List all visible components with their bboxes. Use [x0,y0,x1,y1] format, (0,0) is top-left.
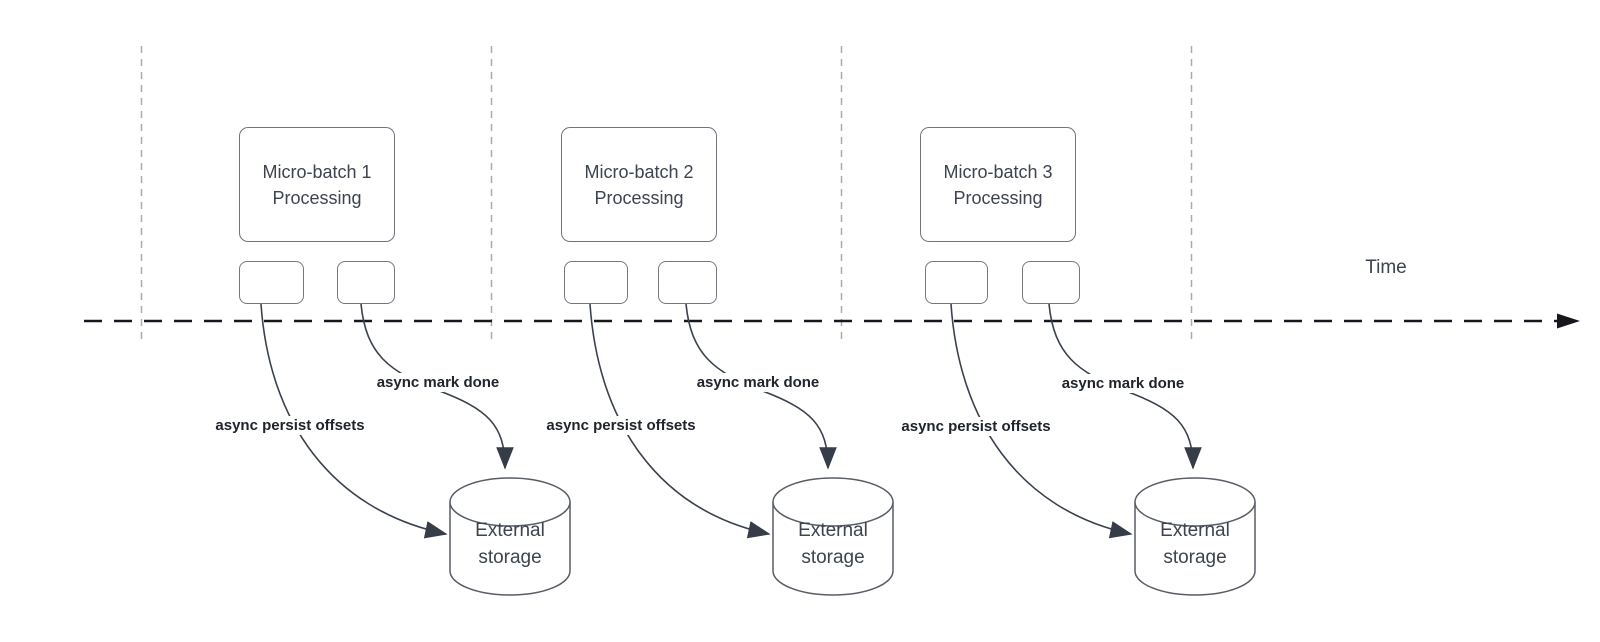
storage-label-3-line1: External [1160,520,1230,541]
micro-batch-1-title-line2: Processing [272,187,362,208]
persist-offsets-arrow-1 [260,303,448,539]
storage-label-2-line1: External [798,520,868,541]
micro-batch-2-title-line2: Processing [594,187,684,208]
micro-batch-3-title-line2: Processing [953,187,1043,208]
micro-batch-1-box: Micro-batch 1 Processing [239,127,395,242]
micro-batch-1-task-box-b [337,261,395,304]
mark-done-label-1: async mark done [373,373,503,392]
storage-label-2-line2: storage [801,547,865,568]
persist-offsets-arrow-3 [950,303,1133,539]
storage-label-1: External storage [450,517,570,571]
micro-batch-2-title-line1: Micro-batch 2 [584,161,694,182]
micro-batch-1-task-box-a [239,261,304,304]
storage-cylinder-2 [772,477,894,596]
timeline-label: Time [1365,257,1407,278]
persist-offsets-label-3: async persist offsets [898,417,1054,436]
storage-label-1-line2: storage [478,547,542,568]
storage-cylinder-1 [449,477,571,596]
timeline-arrowhead-icon [1557,313,1580,329]
mark-done-label-3: async mark done [1058,374,1188,393]
micro-batch-1-title-line1: Micro-batch 1 [262,161,372,182]
persist-offsets-label-1: async persist offsets [212,416,368,435]
micro-batch-3-task-box-b [1022,261,1080,304]
storage-label-3: External storage [1135,517,1255,571]
storage-label-1-line1: External [475,520,545,541]
micro-batch-2-box: Micro-batch 2 Processing [561,127,717,242]
storage-label-2: External storage [773,517,893,571]
storage-label-3-line2: storage [1163,547,1227,568]
micro-batch-3-box: Micro-batch 3 Processing [920,127,1076,242]
persist-offsets-arrow-2 [589,303,771,539]
micro-batch-2-task-box-b [658,261,717,304]
storage-cylinder-3 [1134,477,1256,596]
micro-batch-2-task-box-a [564,261,628,304]
mark-done-label-2: async mark done [693,373,823,392]
micro-batch-3-title-line1: Micro-batch 3 [943,161,1053,182]
micro-batch-3-task-box-a [925,261,988,304]
persist-offsets-label-2: async persist offsets [543,416,699,435]
